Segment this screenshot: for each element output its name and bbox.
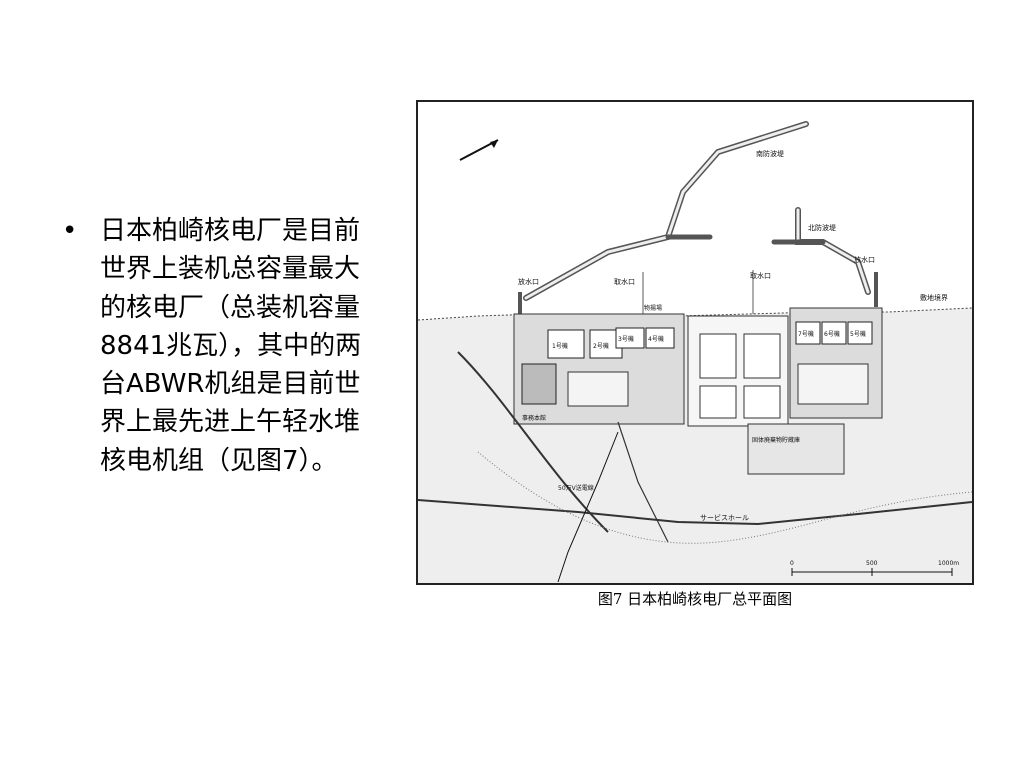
label-boundary: 敷地境界 — [920, 293, 948, 302]
scale-label-500: 500 — [866, 560, 878, 567]
label-unit2: 2号機 — [593, 342, 609, 350]
transmission-line — [557, 431, 619, 583]
west-yard — [567, 371, 629, 407]
label-unit7: 7号機 — [798, 330, 814, 338]
unit1-building — [547, 329, 585, 359]
storage-area — [747, 423, 845, 475]
label-unit1: 1号機 — [552, 342, 568, 350]
north-arrow-head — [490, 140, 498, 148]
label-transmission-line: 50万V送電線 — [558, 484, 594, 492]
label-admin: 事務本館 — [522, 414, 546, 422]
figure-caption: 图7 日本柏崎核电厂总平面图 — [597, 590, 793, 608]
unit3-building — [615, 327, 645, 349]
site-plan-figure: 南防波堤 北防波堤 放水口 取水口 取水口 放水口 敷地境界 物揚場 1号機 2… — [416, 100, 974, 585]
access-road — [617, 421, 669, 543]
bullet-symbol: • — [62, 216, 78, 246]
label-intake-west: 取水口 — [614, 277, 635, 286]
scale-label-0: 0 — [790, 560, 794, 567]
label-south-breakwater: 南防波堤 — [756, 149, 784, 158]
label-unit4: 4号機 — [648, 335, 664, 343]
bullet-text: 日本柏崎核电厂是目前世界上装机总容量最大的核电厂（总装机容量8841兆瓦），其中… — [100, 216, 362, 476]
label-storage: 固体廃棄物貯蔵庫 — [752, 436, 800, 444]
east-yard — [797, 363, 869, 405]
label-outlet-west: 放水口 — [518, 277, 539, 286]
north-breakwater — [795, 207, 871, 295]
label-unit3: 3号機 — [618, 335, 634, 343]
central-lot-d — [743, 385, 781, 419]
label-outlet-east: 放水口 — [854, 255, 875, 264]
central-lot-c — [699, 385, 737, 419]
label-unit5: 5号機 — [850, 330, 866, 338]
service-road — [418, 499, 972, 526]
unit4-building — [645, 327, 675, 349]
label-service-hall: サービスホール — [700, 513, 749, 522]
site-plan-map: 南防波堤 北防波堤 放水口 取水口 取水口 放水口 敷地境界 物揚場 1号機 2… — [418, 121, 972, 583]
south-breakwater-inner — [524, 122, 808, 300]
unit5-building — [847, 321, 873, 345]
label-unit6: 6号機 — [824, 330, 840, 338]
label-intake-east: 取水口 — [750, 271, 771, 280]
scale-label-1000: 1000m — [938, 560, 959, 567]
central-lot-a — [699, 333, 737, 379]
admin-building — [521, 363, 557, 405]
label-north-breakwater: 北防波堤 — [808, 223, 836, 232]
unit7-building — [795, 321, 821, 345]
label-harbor: 物揚場 — [644, 304, 662, 312]
unit6-building — [821, 321, 847, 345]
central-lot-b — [743, 333, 781, 379]
